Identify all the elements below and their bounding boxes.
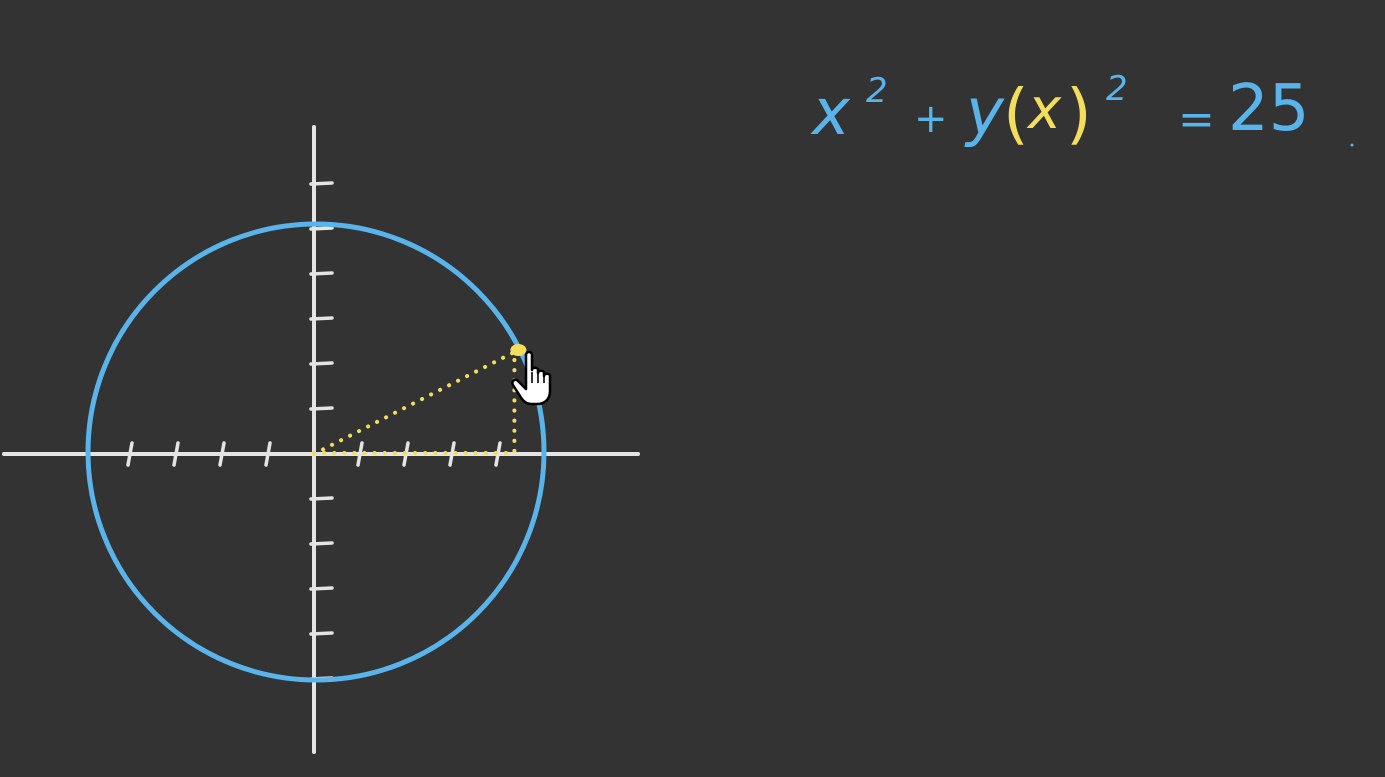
equation-x-var: x (810, 76, 851, 150)
equation-close-paren: ) (1066, 75, 1092, 152)
y-tick (309, 496, 334, 501)
radius-dotted-line (312, 348, 521, 456)
equation-open-paren: ( (1003, 75, 1029, 152)
equation-plus: + (914, 96, 948, 142)
y-tick (309, 361, 334, 366)
hand-pointer-icon (511, 350, 552, 406)
point-on-circle[interactable] (510, 344, 527, 356)
y-tick (309, 271, 334, 276)
y-tick (309, 586, 334, 591)
y-tick (309, 226, 334, 231)
equation: x 2 + y ( x ) 2 = 25 (810, 69, 1309, 152)
x-tick (494, 441, 502, 467)
circle-curve (85, 221, 547, 683)
x-tick (448, 441, 456, 467)
x-tick (218, 441, 226, 467)
y-tick (309, 541, 334, 546)
stray-dot (1350, 143, 1354, 147)
x-tick (172, 441, 180, 467)
equation-inner-var: x (1026, 77, 1062, 142)
x-axis-ticks (126, 441, 502, 467)
y-tick (309, 181, 334, 186)
equation-y-function: y (964, 76, 1005, 150)
y-tick (309, 406, 334, 411)
y-tick (309, 631, 334, 636)
equation-rhs: 25 (1228, 72, 1309, 146)
x-tick (356, 441, 364, 467)
equation-y-exponent: 2 (1106, 69, 1128, 109)
y-tick (309, 316, 334, 321)
equation-x-exponent: 2 (866, 71, 888, 111)
x-tick (126, 441, 134, 467)
x-tick (264, 441, 272, 467)
equation-equals: = (1178, 94, 1215, 145)
